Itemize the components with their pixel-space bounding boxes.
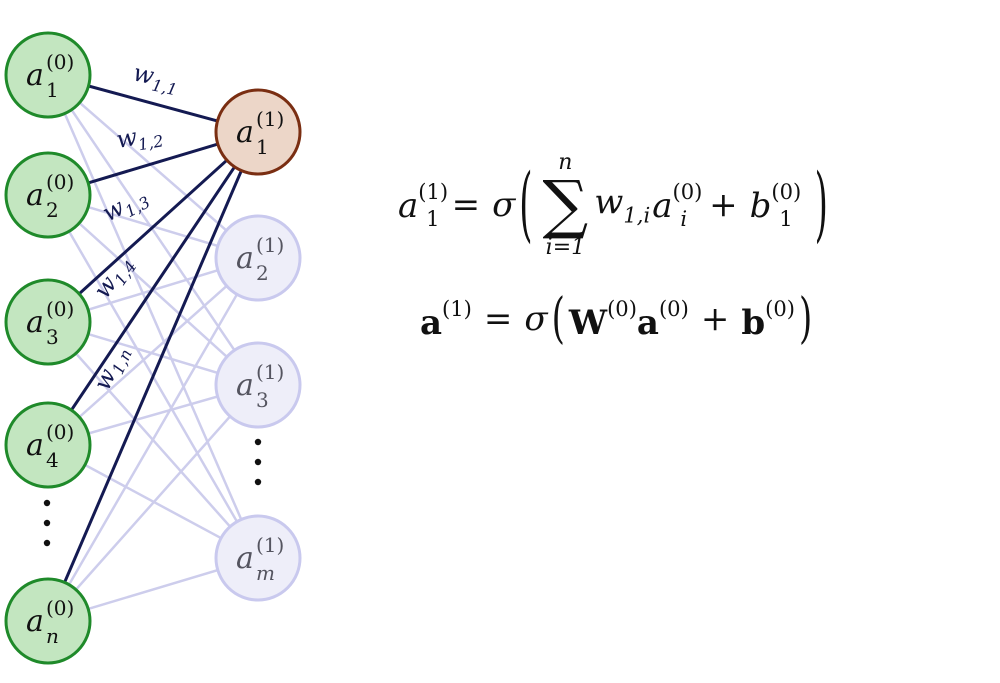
hidden-node-2-layer: (1) xyxy=(256,233,284,257)
hidden-node-1-layer: (1) xyxy=(256,107,284,131)
edge-faded-1-2 xyxy=(47,74,259,259)
hidden-node-4-symbol: a xyxy=(236,541,254,576)
input-ellipsis-dot xyxy=(43,539,51,547)
edge-faded-5-2 xyxy=(46,257,260,622)
hidden-node-1-index: 1 xyxy=(256,135,269,159)
input-node-2-index: 2 xyxy=(46,198,59,222)
input-node-3-layer: (0) xyxy=(46,297,74,321)
hidden-node-3-circle xyxy=(214,341,302,429)
eq1-summation: n ∑ i=1 xyxy=(543,150,589,260)
hidden-node-1-symbol: a xyxy=(236,115,254,150)
input-node-2-circle xyxy=(4,151,92,239)
eq2-weight-matrix: W(0) xyxy=(568,296,637,343)
eq1-sum-symbol: ∑ xyxy=(542,168,589,242)
eq2-lhs: a(1) xyxy=(420,296,472,343)
hidden-node-3-symbol: a xyxy=(236,368,254,403)
eq2-bias: b(0) xyxy=(741,296,795,343)
hidden-node-4-circle xyxy=(214,514,302,602)
input-node-1-layer: (0) xyxy=(46,50,74,74)
ellipses xyxy=(43,438,262,547)
input-node-3: a(0) 3 xyxy=(4,278,92,366)
hidden-node-2-symbol: a xyxy=(236,241,254,276)
nodes: a(0)1a(0)2a(0)3a(0)4a(0)na(1)1a(1)2a(1)3… xyxy=(4,31,302,665)
equation-scalar: a(1)1 = σ ( n ∑ i=1 w1,i a(0)i + b(0)1 ) xyxy=(398,150,832,260)
eq2-plus: + xyxy=(700,299,730,340)
input-node-1-index: 1 xyxy=(46,78,59,102)
hidden-node-4-layer: (1) xyxy=(256,533,284,557)
input-ellipsis-dot xyxy=(43,499,51,507)
edge-labels: w1,1w1,2w1,3w1,4w1,n xyxy=(88,58,182,394)
edge-label-2: w1,2 xyxy=(114,118,165,158)
input-node-4: a(0) 4 xyxy=(4,401,92,489)
eq2-equals: = xyxy=(483,299,513,340)
edge-strong-5 xyxy=(46,131,260,622)
equation-vector: a(1) = σ ( W(0) a(0) + b(0) ) xyxy=(420,287,816,351)
hidden-node-2: a(1) 2 xyxy=(214,214,302,302)
hidden-node-3-index: 3 xyxy=(256,388,269,412)
hidden-node-1-circle xyxy=(214,88,302,176)
hidden-node-3-layer: (1) xyxy=(256,360,284,384)
edge-faded-1-4 xyxy=(46,74,260,559)
input-node-1: a(0) 1 xyxy=(4,31,92,119)
input-node-5-symbol: a xyxy=(26,604,44,639)
eq1-open-paren: ( xyxy=(519,157,533,253)
eq1-weight: w1,i xyxy=(594,182,651,228)
edge-faded-5-3 xyxy=(47,384,259,622)
eq1-close-paren: ) xyxy=(814,157,828,253)
input-node-5-layer: (0) xyxy=(46,596,74,620)
hidden-ellipsis-dot xyxy=(254,458,262,466)
edge-strong-3 xyxy=(46,130,260,324)
input-node-2-layer: (0) xyxy=(46,170,74,194)
eq1-activation: a(0)i xyxy=(652,178,703,232)
eq1-sigma: σ xyxy=(492,185,516,225)
hidden-node-4-index: m xyxy=(256,561,275,585)
input-node-2-symbol: a xyxy=(26,178,44,213)
input-node-3-circle xyxy=(4,278,92,366)
input-node-1-symbol: a xyxy=(26,58,44,93)
hidden-ellipsis xyxy=(254,438,262,486)
eq1-plus: + xyxy=(709,185,738,225)
eq1-lhs: a(1)1 xyxy=(398,178,449,232)
hidden-node-4: a(1) m xyxy=(214,514,302,602)
input-node-3-index: 3 xyxy=(46,325,59,349)
input-node-4-index: 4 xyxy=(46,448,59,472)
hidden-ellipsis-dot xyxy=(254,478,262,486)
input-node-5-circle xyxy=(4,577,92,665)
hidden-node-1: a(1) 1 xyxy=(214,88,302,176)
input-ellipsis xyxy=(43,499,51,547)
eq2-close-paren: ) xyxy=(798,287,813,352)
input-node-3-symbol: a xyxy=(26,305,44,340)
input-node-4-circle xyxy=(4,401,92,489)
eq2-open-paren: ( xyxy=(551,287,565,352)
eq1-equals: = xyxy=(451,185,481,225)
eq1-sum-upper: n xyxy=(558,150,573,175)
edge-label-1: w1,1 xyxy=(130,58,182,99)
edge-strong-4 xyxy=(46,131,260,446)
edge-faded-4-2 xyxy=(47,257,259,446)
eq1-bias: b(0)1 xyxy=(749,178,802,232)
edge-faded-1-3 xyxy=(46,74,260,386)
eq2-activation: a(0) xyxy=(636,296,689,343)
hidden-node-2-circle xyxy=(214,214,302,302)
hidden-node-3: a(1) 3 xyxy=(214,341,302,429)
input-ellipsis-dot xyxy=(43,519,51,527)
input-node-5: a(0) n xyxy=(4,577,92,665)
hidden-node-2-index: 2 xyxy=(256,261,269,285)
input-node-5-index: n xyxy=(46,624,59,648)
input-node-4-symbol: a xyxy=(26,428,44,463)
input-node-1-circle xyxy=(4,31,92,119)
hidden-ellipsis-dot xyxy=(254,438,262,446)
eq1-sum-lower: i=1 xyxy=(545,235,586,260)
eq2-sigma: σ xyxy=(524,299,548,340)
input-node-4-layer: (0) xyxy=(46,420,74,444)
input-node-2: a(0) 2 xyxy=(4,151,92,239)
